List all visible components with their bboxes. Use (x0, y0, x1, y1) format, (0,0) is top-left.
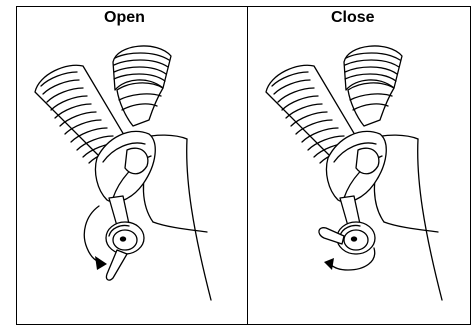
counterclockwise-arrow-icon (84, 206, 107, 270)
open-panel-title: Open (104, 9, 145, 27)
valve-lever-down (106, 250, 127, 280)
right-corrugated-hose (344, 46, 402, 126)
right-corrugated-hose (113, 46, 171, 126)
close-panel-title: Close (331, 9, 375, 27)
valve-knob (106, 222, 144, 254)
close-valve-illustration (248, 30, 471, 322)
open-valve-illustration (17, 30, 245, 322)
